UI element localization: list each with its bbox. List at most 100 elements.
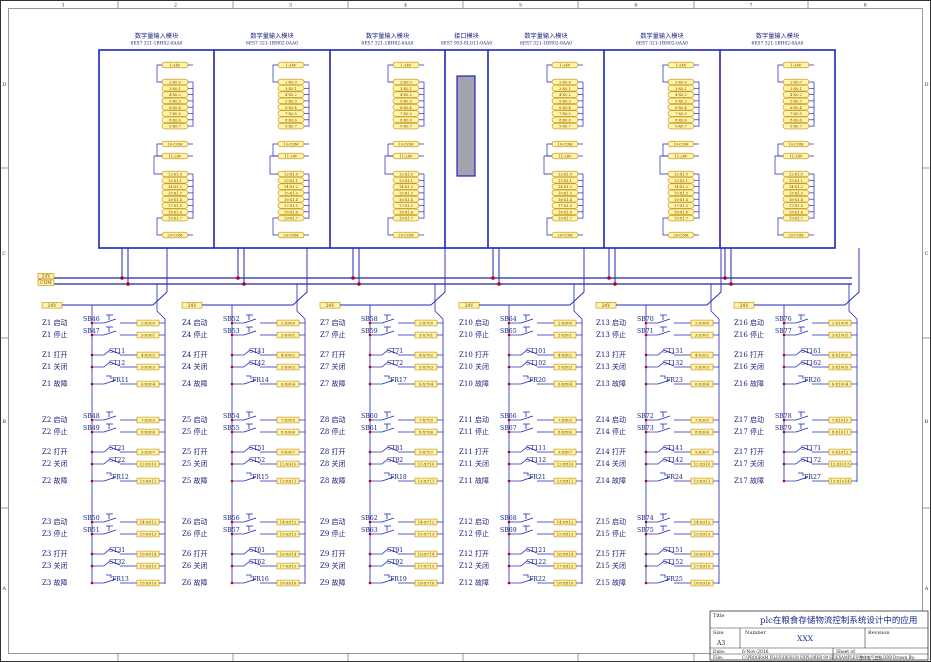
input-address: 5-X003 (281, 365, 296, 370)
input-address: 13-X011 (280, 479, 297, 484)
terminal-label: 13-X1.1 (789, 179, 803, 183)
terminal-label: 12-X1.0 (674, 173, 689, 177)
input-address: 2-X700 (419, 321, 434, 326)
terminal-label: 11-24V (675, 155, 688, 159)
limit-switch-id: ST112 (526, 457, 546, 464)
rail-junction (90, 532, 94, 536)
terminal-label: 3-X0.1 (169, 87, 181, 91)
bus-junction (126, 282, 130, 286)
terminal-label: 8-X0.6 (559, 118, 571, 122)
row-letter: C (2, 251, 6, 257)
terminal-label: 6-X0.4 (285, 106, 297, 110)
station-function: Z1 启动 (42, 318, 68, 327)
relay-contact-id: FR18 (390, 474, 407, 481)
terminal-label: 4-X0.2 (675, 93, 687, 97)
terminal-label: 17-X1.5 (168, 204, 183, 208)
rail-junction (507, 462, 511, 466)
input-address: 2-X000 (141, 321, 156, 326)
pushbutton-symbol (657, 423, 671, 433)
rail-junction (230, 382, 234, 386)
station-function: Z5 启动 (182, 415, 208, 424)
pushbutton-id: SB56 (223, 515, 240, 522)
station-function: Z14 启动 (596, 415, 626, 424)
limit-switch-symbol (657, 446, 675, 453)
rail-junction (644, 418, 648, 422)
terminal-label: 8-X0.6 (169, 118, 181, 122)
limit-switch-id: ST132 (663, 360, 683, 367)
rail-junction (507, 532, 511, 536)
input-address: 8-X706 (419, 430, 434, 435)
station-function: Z1 停止 (42, 330, 68, 339)
station-function: Z6 故障 (182, 578, 208, 587)
col-number: 3 (289, 3, 292, 9)
station-function: Z8 关闭 (320, 459, 346, 468)
terminal-label: 11-24V (790, 155, 803, 159)
rail-junction (507, 333, 511, 337)
terminal-label: 2-X0.0 (675, 81, 687, 85)
supply-tag-label: 24V (188, 304, 198, 309)
terminal-label: 11-24V (285, 155, 298, 159)
station-function: Z17 打开 (734, 447, 764, 456)
station-function: Z5 关闭 (182, 459, 208, 468)
terminal-label: 9-X0.7 (559, 125, 571, 129)
terminal-label: 4-X0.2 (790, 93, 802, 97)
input-address: 18-X916 (694, 581, 711, 586)
col-number: 2 (174, 3, 177, 9)
station-function: Z9 停止 (320, 529, 346, 538)
pushbutton-id: SB67 (500, 425, 517, 432)
inner-border (8, 8, 923, 654)
pushbutton-symbol (103, 525, 117, 535)
col-number: 5 (519, 3, 522, 9)
terminal-label: 19-X1.7 (558, 217, 573, 221)
pushbutton-id: SB59 (361, 328, 378, 335)
terminal-label: 20-COM (167, 234, 182, 238)
bus-junction (607, 276, 611, 280)
relay-contact-symbol (381, 574, 395, 584)
pushbutton-id: SB79 (775, 425, 792, 432)
terminal-label: 14-X1.2 (558, 185, 572, 189)
station-function: Z13 启动 (596, 318, 626, 327)
station-function: Z11 启动 (459, 415, 489, 424)
station-function: Z1 关闭 (42, 362, 68, 371)
terminal-label: 11-24V (400, 155, 413, 159)
rail-junction (644, 353, 648, 357)
terminal-label: 7-X0.5 (675, 112, 687, 116)
limit-switch-symbol (795, 349, 813, 356)
file-label: File: (713, 655, 724, 661)
station-function: Z9 故障 (320, 578, 346, 587)
interface-connector (456, 75, 476, 177)
input-address: 9-X007 (281, 450, 296, 455)
terminal-label: 5-X0.3 (285, 100, 297, 104)
internal-wire (156, 143, 162, 157)
input-address: 5-X003 (141, 365, 156, 370)
internal-wire (384, 155, 393, 175)
limit-switch-symbol (103, 446, 121, 453)
return-riser (710, 284, 720, 320)
limit-switch-id: ST81 (387, 445, 403, 452)
return-riser (434, 284, 444, 320)
station-function: Z5 打开 (182, 447, 208, 456)
station-function: Z14 打开 (596, 447, 626, 456)
internal-wire (774, 155, 783, 175)
relay-contact-id: FR12 (112, 474, 129, 481)
module-title: 数字量输入模块 (250, 32, 293, 40)
relay-contact-symbol (103, 574, 117, 584)
module-title: 数字量输入模块 (524, 32, 567, 40)
module-title: 数字量输入模块 (135, 32, 178, 40)
limit-switch-id: ST51 (249, 445, 265, 452)
limit-switch-symbol (103, 349, 121, 356)
input-address: 18-X816 (557, 581, 574, 586)
relay-contact-id: FR27 (804, 474, 821, 481)
station-function: Z14 故障 (596, 476, 626, 485)
module-title: 数字量输入模块 (756, 32, 799, 40)
station-function: Z15 停止 (596, 529, 626, 538)
input-address: 2-X1000 (832, 321, 849, 326)
input-address: 18-X016 (140, 581, 157, 586)
pushbutton-symbol (243, 525, 257, 535)
rail-junction (644, 581, 648, 585)
terminal-label: 4-X0.2 (400, 93, 412, 97)
station-function: Z3 启动 (42, 517, 68, 526)
limit-switch-id: ST11 (109, 348, 125, 355)
rail-junction (782, 450, 786, 454)
